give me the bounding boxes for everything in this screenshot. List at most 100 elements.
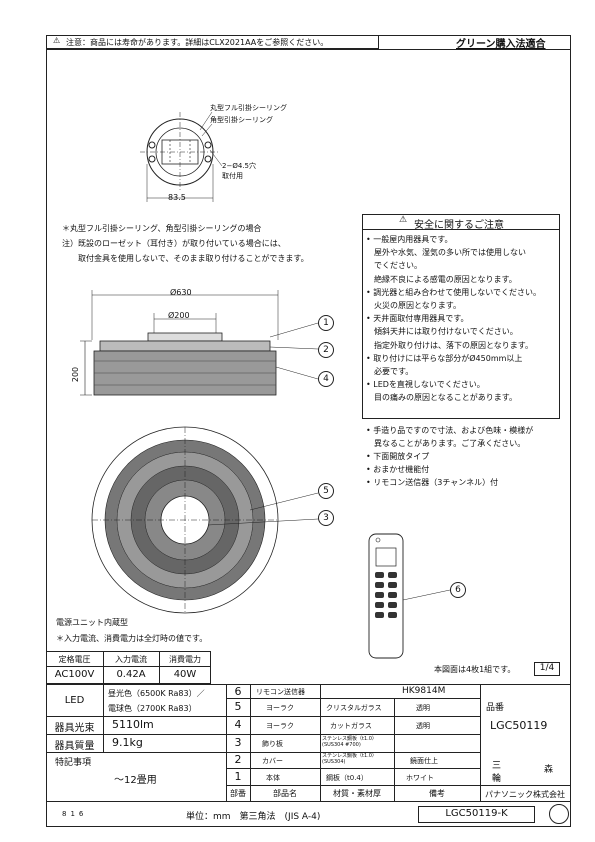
footer-code: 816	[62, 810, 88, 818]
callout-2: 2	[318, 342, 334, 358]
title-block-col	[103, 684, 104, 752]
part-name: ヨーラク	[266, 722, 294, 730]
callout-3: 3	[318, 510, 334, 526]
spec-header-power: 消費電力	[169, 655, 201, 664]
safety-box	[362, 214, 560, 419]
led-value-1: 昼光色（6500K Ra83）／	[108, 689, 205, 698]
safety-warning-icon: ⚠	[399, 215, 408, 225]
fitting-width-dim: 83.5	[168, 193, 186, 202]
parts-row: 6 リモコン送信器 HK9814M	[226, 684, 480, 698]
feature-item: • 手造り品ですので寸法、および色味・模様が	[366, 426, 534, 435]
spec-value-current: 0.42A	[116, 669, 146, 680]
life-notice: 注意：商品には寿命があります。詳細はCLX2021AAをご参照ください。	[66, 38, 329, 47]
remote-control-drawing	[368, 533, 451, 659]
title-block-top	[46, 684, 571, 685]
ceiling-fitting-drawing	[140, 111, 223, 202]
maker-mark-b: 森	[544, 765, 554, 775]
part-no: 6	[234, 685, 242, 698]
part-material: ステンレス鋼板（t1.0）(SUS304)	[322, 753, 377, 765]
maker-mark-a: 三	[492, 761, 502, 771]
title-block-row	[226, 768, 480, 769]
inner-diameter-dim: Ø200	[168, 311, 190, 320]
feature-item: • 下面開放タイプ	[366, 452, 430, 461]
power-note-1: 電源ユニット内蔵型	[56, 618, 128, 627]
parts-row: 5 ヨーラク クリスタルガラス 透明	[226, 698, 480, 716]
feature-item: 異なることがあります。ご了承ください。	[366, 439, 526, 448]
doc-number-box	[418, 806, 535, 823]
part-name: カバー	[262, 757, 283, 765]
header-rule	[46, 49, 571, 50]
title-block-row	[46, 752, 480, 753]
feature-item: • リモコン送信器（3チャンネル）付	[366, 478, 499, 487]
safety-item: 必要です。	[374, 366, 414, 376]
power-note-2: ＊入力電流、消費電力は全灯時の値です。	[56, 634, 208, 643]
parts-row: 4 ヨーラク カットガラス 透明	[226, 716, 480, 734]
part-finish: 透明	[416, 704, 430, 712]
part-no: 1	[234, 770, 242, 783]
bottom-view-drawing	[91, 426, 319, 614]
install-note-2: 注）既設のローゼット（耳付き）が取り付いている場合には、	[62, 239, 286, 248]
title-block-row	[46, 716, 480, 717]
part-no: 2	[234, 753, 242, 766]
title-block-col	[320, 684, 321, 801]
safety-title-rule	[362, 229, 560, 230]
part-name: 本体	[266, 774, 280, 782]
scale-note: 本図面は4枚1組です。	[434, 665, 516, 674]
title-block-row	[46, 734, 480, 735]
part-material: カットガラス	[330, 722, 372, 730]
feature-list: • 手造り品ですので寸法、および色味・模様が 異なることがあります。ご了承くださ…	[366, 425, 561, 490]
part-no: 4	[234, 718, 242, 731]
header-remarks: 備考	[429, 789, 445, 798]
header-part-name: 部品名	[273, 789, 297, 798]
label-square-ceiling: 角型引掛シーリング	[210, 116, 273, 124]
mass-value: 9.1kg	[112, 736, 143, 749]
safety-item: 絶縁不良による感電の原因となります。	[374, 274, 517, 284]
mount-label: 取付用	[222, 172, 243, 180]
parts-row: 1 本体 鋼板（t0.4） ホワイト	[226, 768, 480, 785]
callout-5: 5	[318, 483, 334, 499]
safety-item: 目の痛みの原因となることがあります。	[374, 393, 517, 403]
title-block-col	[394, 698, 395, 801]
sheet-box	[534, 662, 560, 676]
doc-number: LGC50119-K	[445, 808, 508, 819]
part-name: 飾り板	[262, 740, 283, 748]
title-block-col	[226, 684, 227, 801]
parts-row: 3 飾り板 ステンレス鋼板（t1.0）(SUS304 #700)	[226, 734, 480, 752]
safety-item: 傾斜天井には取り付けないでください。	[374, 327, 518, 337]
title-block-row	[46, 801, 571, 802]
part-finish: 透明	[416, 722, 430, 730]
height-dim: 200	[71, 366, 81, 383]
side-view-drawing	[80, 290, 319, 396]
part-name: リモコン送信器	[256, 688, 305, 696]
install-note-1: ＊丸型フル引掛シーリング、角型引掛シーリングの場合	[62, 224, 262, 233]
spec-table-rule	[46, 666, 211, 667]
title-block-col	[480, 684, 481, 801]
notes-value: 〜12畳用	[114, 775, 157, 786]
parts-row: 2 カバー ステンレス鋼板（t1.0）(SUS304) 鏡面仕上	[226, 752, 480, 768]
part-material: ステンレス鋼板（t1.0）(SUS304 #700)	[322, 736, 377, 748]
safety-list: • 一般屋内用器具です。 屋外や水気、湿気の多い所では使用しない でください。 …	[366, 234, 558, 405]
callout-1: 1	[318, 315, 334, 331]
sheet-number: 1/4	[539, 663, 555, 673]
green-purchase-label: グリーン購入法適合	[456, 39, 546, 50]
title-block-row	[226, 785, 571, 786]
callout-4: 4	[318, 371, 334, 387]
led-value-2: 電球色（2700K Ra83）	[108, 704, 197, 713]
spec-table-col	[103, 651, 104, 684]
safety-item: 屋外や水気、湿気の多い所では使用しない	[374, 248, 526, 258]
safety-item: • 調光器と組み合わせて使用しないでください。	[366, 287, 542, 297]
maker-mark-c: 輪	[492, 774, 502, 784]
title-block-col	[250, 684, 251, 801]
part-no: 5	[234, 700, 242, 713]
header-material: 材質・素材厚	[333, 789, 381, 798]
part-no: 3	[234, 736, 242, 749]
product-number: LGC50119	[490, 719, 548, 732]
hinban-label: 品番	[486, 703, 505, 713]
flux-value: 5110lm	[112, 718, 154, 731]
install-note-3: 取付金具を使用しないで、そのまま取り付けることができます。	[78, 254, 309, 263]
callout-6: 6	[450, 582, 466, 598]
safety-item: でください。	[374, 261, 422, 271]
mass-label: 器具質量	[54, 741, 95, 752]
safety-item: • 天井面取付専用器具です。	[366, 314, 469, 324]
unit-projection: 単位：mm 第三角法 (JIS A-4)	[186, 812, 321, 822]
